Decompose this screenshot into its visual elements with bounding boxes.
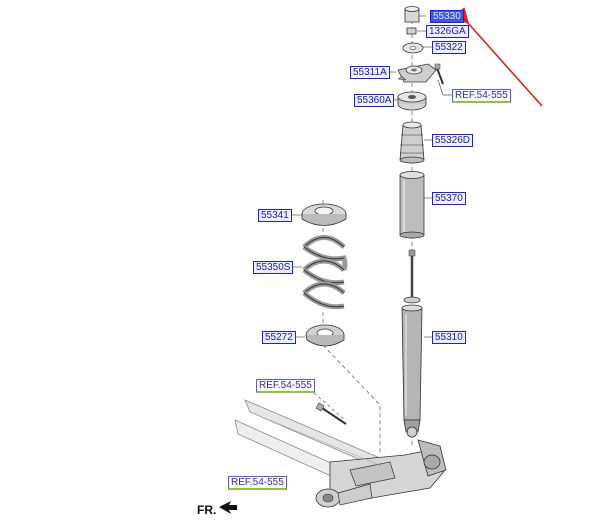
pointer-arrow xyxy=(452,7,543,107)
upper-mount-part xyxy=(397,91,427,111)
upper-spring-pad-part xyxy=(301,203,347,226)
dust-cover-part xyxy=(399,171,425,239)
part-label-55370[interactable]: 55370 xyxy=(432,192,466,205)
part-label-1326ga[interactable]: 1326GA xyxy=(426,25,469,38)
part-label-55322[interactable]: 55322 xyxy=(432,41,466,54)
lower-spring-pad-part xyxy=(305,324,345,347)
bump-stopper-part xyxy=(399,121,425,164)
leader-lines xyxy=(292,15,452,455)
coil-spring-part xyxy=(302,235,348,310)
bracket-bolt-part xyxy=(434,63,444,85)
cap-nut-part xyxy=(404,6,420,23)
rear-axle-beam xyxy=(234,399,447,508)
washer-part xyxy=(402,42,424,54)
part-label-55341[interactable]: 55341 xyxy=(258,209,292,222)
part-label-55272[interactable]: 55272 xyxy=(262,331,296,344)
shock-absorber-part xyxy=(401,249,423,438)
lock-nut-part xyxy=(406,27,417,35)
part-label-55350s[interactable]: 55350S xyxy=(253,261,294,274)
part-label-55310[interactable]: 55310 xyxy=(432,331,466,344)
part-label-55330[interactable]: 55330 xyxy=(430,10,464,23)
front-direction-arrow-icon xyxy=(219,501,237,514)
part-label-55326d[interactable]: 55326D xyxy=(432,134,474,147)
front-direction-label: FR. xyxy=(197,503,217,517)
reference-label-mid[interactable]: REF.54-555 xyxy=(256,379,315,393)
reference-label-top[interactable]: REF.54-555 xyxy=(452,89,511,103)
mounting-bracket-part xyxy=(397,63,437,83)
part-label-55360a[interactable]: 55360A xyxy=(354,94,395,107)
axle-bolt-part xyxy=(315,402,347,425)
reference-label-bottom[interactable]: REF.54-555 xyxy=(228,476,287,490)
part-label-55311a[interactable]: 55311A xyxy=(350,66,390,79)
